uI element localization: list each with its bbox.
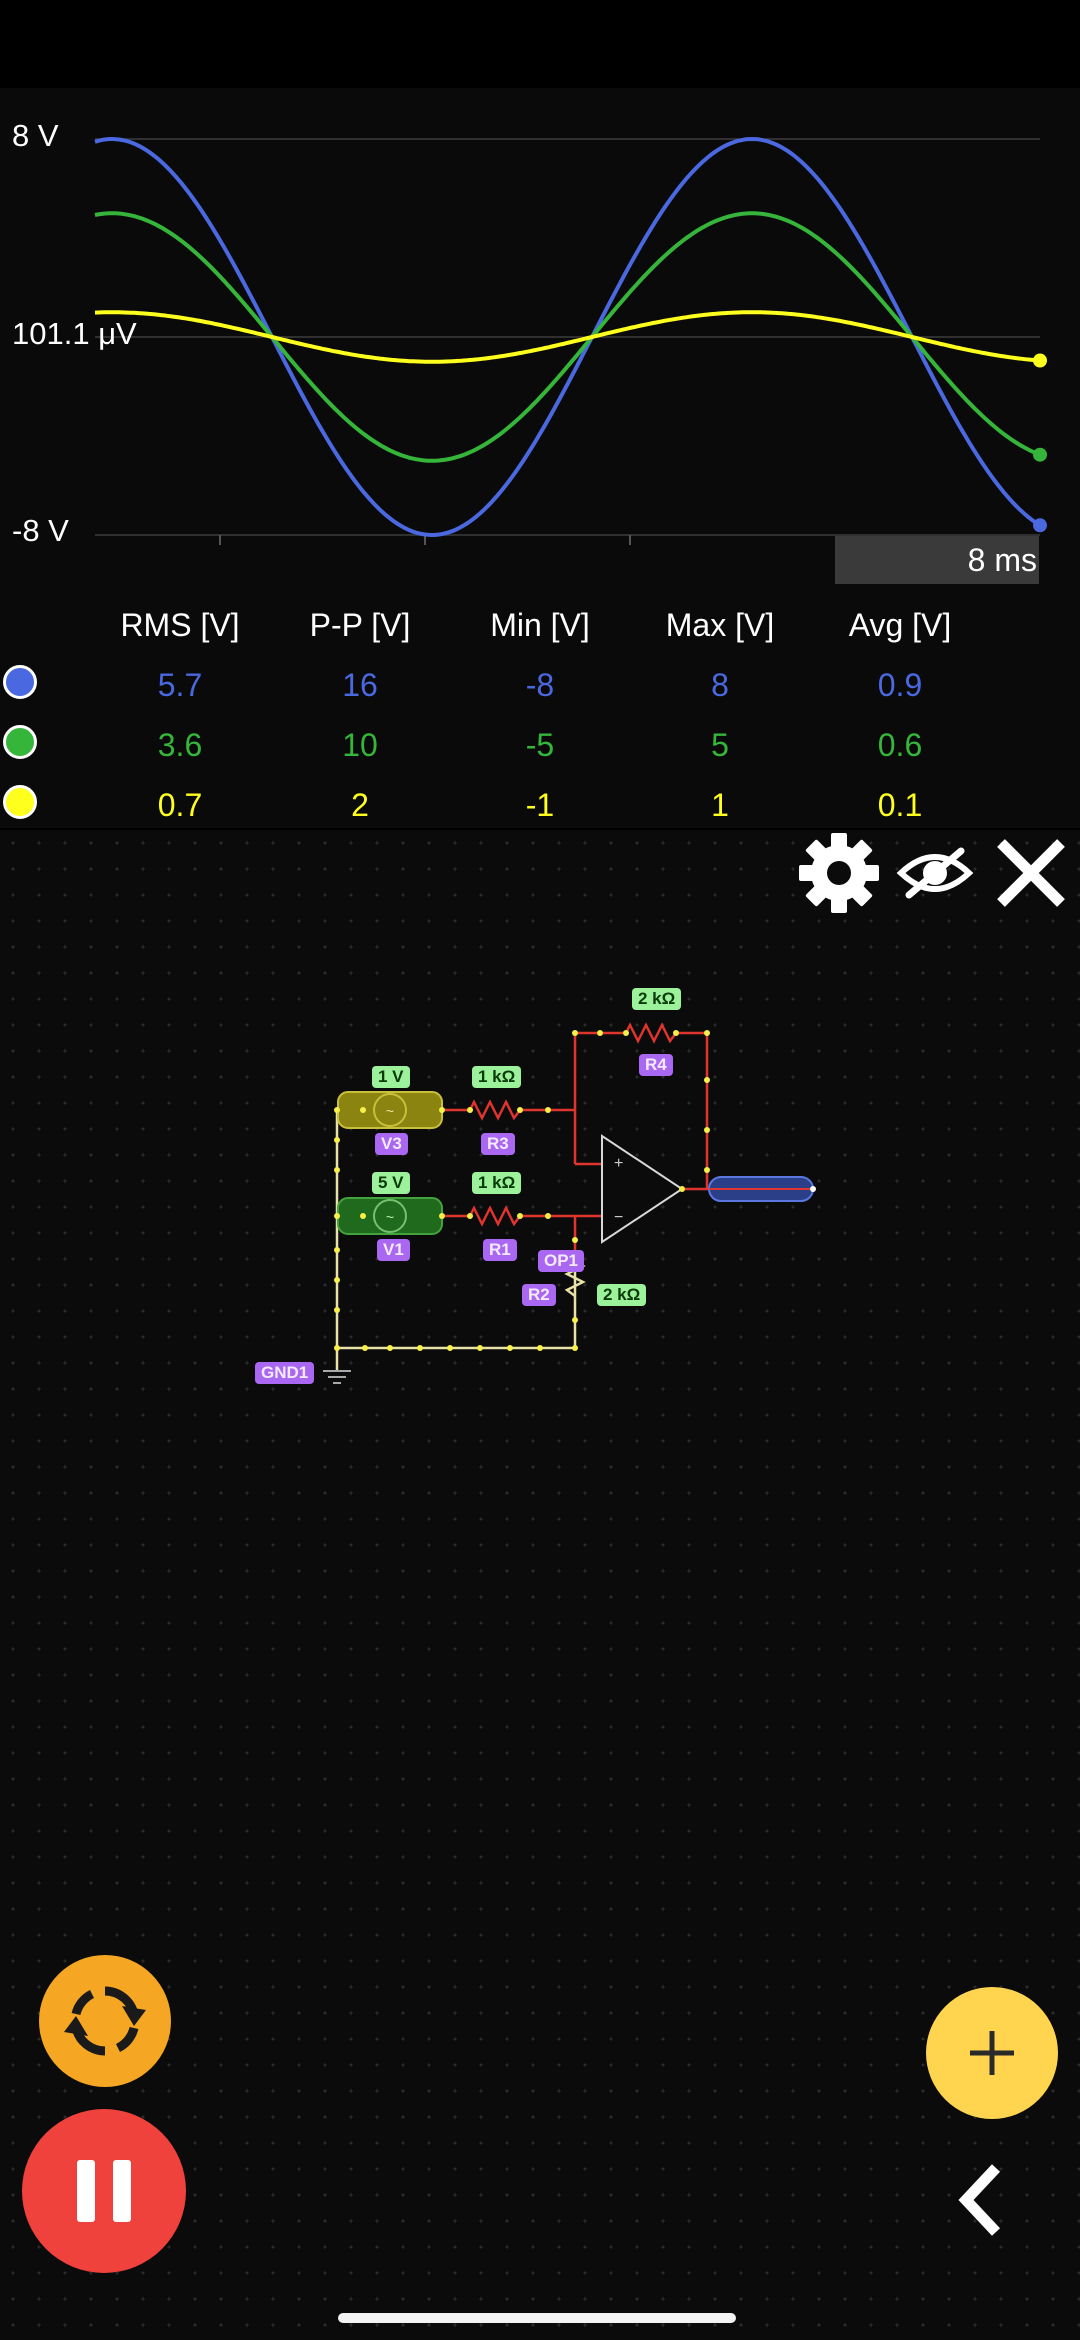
oscilloscope-panel[interactable]: 8 V 101.1 μV -8 V 8 ms <box>0 88 1080 828</box>
r4-name-label: R4 <box>639 1054 673 1076</box>
r3-value-label: 1 kΩ <box>472 1066 522 1088</box>
reset-button[interactable] <box>39 1955 171 2087</box>
plus-icon <box>970 2031 1014 2075</box>
y-axis-mid-label: 101.1 μV <box>12 316 137 351</box>
add-component-button[interactable] <box>926 1987 1058 2119</box>
ground-symbol <box>323 1370 351 1384</box>
stat-value: 5 <box>711 727 729 763</box>
resistor-r1 <box>468 1205 521 1227</box>
r1-value-label: 1 kΩ <box>472 1172 522 1194</box>
svg-text:~: ~ <box>386 1103 394 1119</box>
v1-name-label: V1 <box>377 1239 410 1261</box>
ground-name-label: GND1 <box>255 1362 315 1384</box>
stat-value: 1 <box>711 787 729 823</box>
v3-name-label: V3 <box>375 1133 408 1155</box>
stat-value: 0.9 <box>877 667 923 703</box>
r1-name-label: R1 <box>483 1239 517 1261</box>
stat-value: 0.6 <box>877 727 923 763</box>
stat-value: 0.1 <box>877 787 923 823</box>
time-scale-label: 8 ms <box>835 536 1039 584</box>
resistor-r3 <box>468 1099 521 1121</box>
stat-value: -1 <box>525 787 555 823</box>
trace-end-marker <box>1033 447 1047 462</box>
r4-value-label: 2 kΩ <box>632 988 682 1010</box>
header-rms: RMS [V] <box>120 607 240 643</box>
wire <box>335 1110 577 1371</box>
chevron-left-icon <box>958 2164 1001 2236</box>
header-avg: Avg [V] <box>848 607 952 643</box>
output-probe <box>708 1176 816 1202</box>
oscilloscope-plot <box>94 136 1047 545</box>
trace-color-dot[interactable] <box>3 665 37 699</box>
resistor-r4 <box>624 1022 677 1044</box>
hide-panel-button[interactable] <box>895 833 975 913</box>
r2-value-label: 2 kΩ <box>597 1284 647 1306</box>
trace-color-dot[interactable] <box>3 725 37 759</box>
gear-icon <box>799 833 879 913</box>
circuit-canvas[interactable]: ~ ~ + − <box>0 830 1080 2340</box>
home-indicator[interactable] <box>338 2313 736 2323</box>
stat-value: -8 <box>525 667 555 703</box>
back-button[interactable] <box>942 2160 1022 2240</box>
voltage-source-v1: ~ <box>337 1197 443 1235</box>
circuit-diagram: ~ ~ + − <box>323 1022 816 1384</box>
stat-value: 2 <box>351 787 369 823</box>
r2-name-label: R2 <box>522 1284 556 1306</box>
trace-line <box>94 136 1042 537</box>
v1-value-label: 5 V <box>372 1172 410 1194</box>
y-axis-max-label: 8 V <box>12 118 59 153</box>
trace-line <box>94 211 1041 463</box>
voltage-source-v3: ~ <box>337 1091 443 1129</box>
status-bar <box>0 0 1080 88</box>
header-pp: P-P [V] <box>309 607 411 643</box>
trace-color-dot[interactable] <box>3 785 37 819</box>
stat-value: 0.7 <box>157 787 203 823</box>
v3-value-label: 1 V <box>372 1066 410 1088</box>
svg-text:−: − <box>614 1209 623 1226</box>
measurement-table: RMS [V] P-P [V] Min [V] Max [V] Avg [V] … <box>0 595 1080 830</box>
stat-value: 3.6 <box>157 727 203 763</box>
refresh-icon <box>64 1986 146 2056</box>
stat-value: 10 <box>342 727 378 763</box>
op-amp-name-label: OP1 <box>538 1250 585 1272</box>
header-max: Max [V] <box>665 607 775 643</box>
eye-off-icon <box>896 847 974 899</box>
op-amp: + − <box>601 1134 684 1244</box>
stat-value: 8 <box>711 667 729 703</box>
svg-text:~: ~ <box>386 1209 394 1225</box>
close-icon <box>997 839 1065 907</box>
stat-value: -5 <box>525 727 555 763</box>
svg-text:+: + <box>614 1155 623 1172</box>
pause-button[interactable] <box>22 2109 186 2273</box>
close-button[interactable] <box>991 833 1071 913</box>
pause-icon <box>77 2160 131 2222</box>
header-min: Min [V] <box>490 607 590 643</box>
stat-value: 16 <box>342 667 378 703</box>
stat-value: 5.7 <box>157 667 203 703</box>
trace-end-marker <box>1033 353 1047 368</box>
y-axis-min-label: -8 V <box>12 513 69 548</box>
trace-end-marker <box>1033 518 1047 533</box>
trace-line <box>94 310 1041 364</box>
junction-dots <box>334 1030 710 1351</box>
r3-name-label: R3 <box>481 1133 515 1155</box>
settings-button[interactable] <box>799 833 879 913</box>
